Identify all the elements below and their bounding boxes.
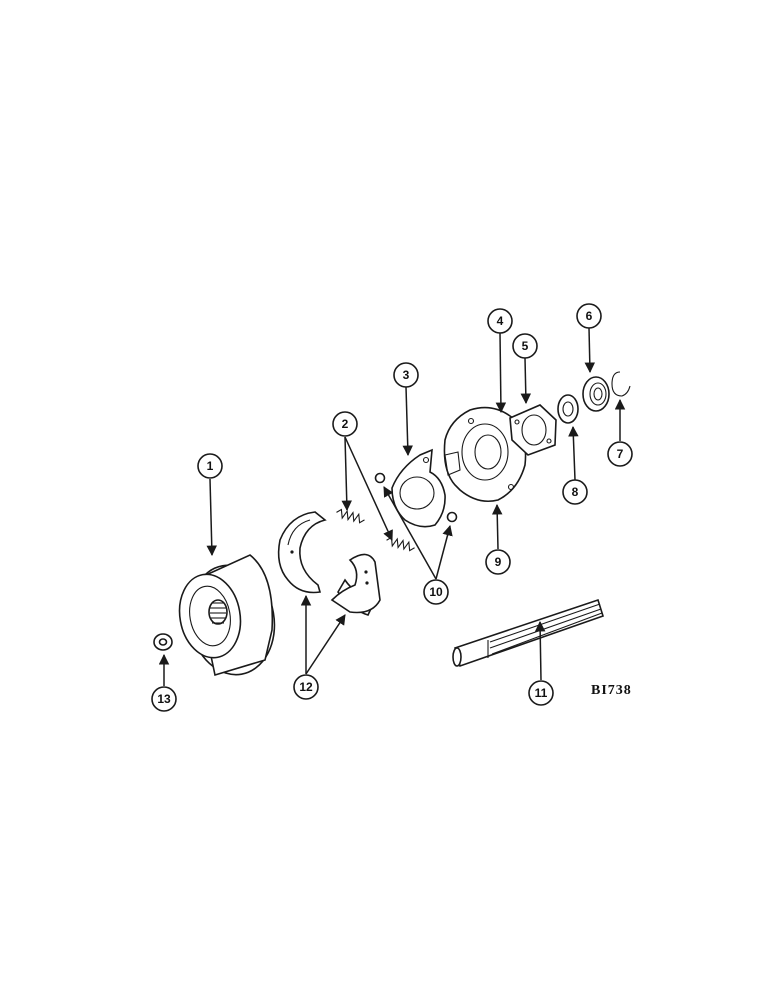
backing-plate-part bbox=[443, 406, 527, 503]
svg-text:10: 10 bbox=[429, 585, 443, 599]
splined-shaft-part bbox=[452, 598, 604, 668]
svg-text:11: 11 bbox=[535, 686, 548, 700]
figure-reference-code: BI738 bbox=[591, 683, 632, 698]
cam-plate-part bbox=[391, 448, 446, 528]
svg-text:1: 1 bbox=[207, 459, 214, 473]
callout-10: 10 bbox=[423, 579, 449, 605]
nuts-part bbox=[374, 472, 458, 523]
washer-part bbox=[153, 633, 173, 651]
svg-text:13: 13 bbox=[157, 692, 171, 706]
callout-4: 4 bbox=[487, 308, 513, 334]
callout-12: 12 bbox=[293, 674, 319, 700]
svg-text:8: 8 bbox=[572, 485, 579, 499]
callout-3: 3 bbox=[393, 362, 419, 388]
callout-6: 6 bbox=[576, 303, 602, 329]
seal-part bbox=[557, 394, 579, 424]
callout-1: 1 bbox=[197, 453, 223, 479]
svg-text:4: 4 bbox=[497, 314, 504, 328]
brake-shoes-part bbox=[277, 511, 381, 616]
callout-7: 7 bbox=[607, 441, 633, 467]
callout-5: 5 bbox=[512, 333, 538, 359]
svg-text:6: 6 bbox=[586, 309, 593, 323]
svg-text:12: 12 bbox=[299, 680, 313, 694]
snap-ring-part bbox=[611, 371, 631, 397]
brake-drum-part bbox=[178, 554, 276, 677]
callout-9: 9 bbox=[485, 549, 511, 575]
flange-housing-part bbox=[509, 404, 557, 456]
callout-2: 2 bbox=[332, 411, 358, 437]
svg-text:9: 9 bbox=[495, 555, 502, 569]
leader-lines bbox=[158, 327, 626, 686]
callout-13: 13 bbox=[151, 686, 177, 712]
svg-text:5: 5 bbox=[522, 339, 529, 353]
springs-part bbox=[336, 508, 415, 552]
callout-8: 8 bbox=[562, 479, 588, 505]
svg-text:7: 7 bbox=[617, 447, 624, 461]
svg-text:2: 2 bbox=[342, 417, 349, 431]
callouts: 1 2 3 4 5 6 7 8 bbox=[151, 303, 633, 712]
svg-text:3: 3 bbox=[403, 368, 410, 382]
bearing-part bbox=[582, 376, 610, 412]
callout-11: 11 bbox=[528, 680, 554, 706]
